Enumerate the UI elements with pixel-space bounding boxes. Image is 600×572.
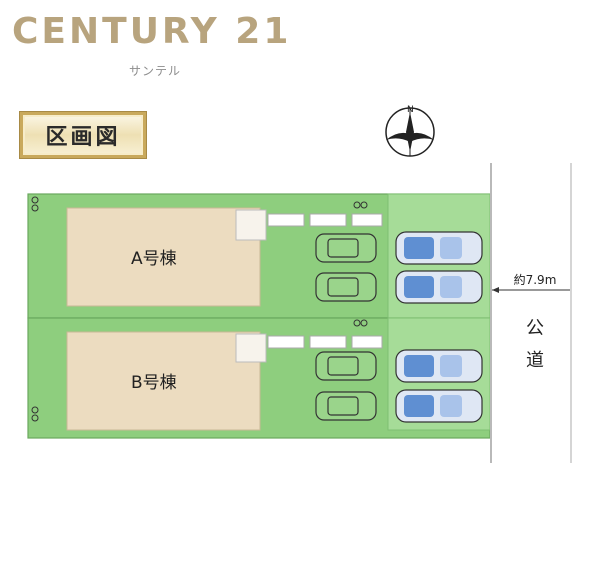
parked-car-blue [395,349,483,383]
parked-car-blue [395,270,483,304]
brand-logo: CENTURY 21 [12,11,292,52]
parked-car-outline [315,351,377,381]
parked-car-blue [395,389,483,423]
parked-car-blue [395,231,483,265]
parked-car-outline [315,272,377,302]
compass-icon: N [385,105,435,157]
site-plan-badge: 区画図 [20,112,146,158]
lot-b-label: B号棟 [131,373,177,393]
parked-car-outline [315,233,377,263]
compass-north-label: N [407,105,414,115]
road-width-line [492,287,570,293]
parked-car-outline [315,391,377,421]
lot-a-label: A号棟 [131,249,177,269]
road-width-label: 約7.9m [513,273,557,287]
public-road [490,163,572,463]
brand-subtitle: サンテル [128,64,181,78]
road-label: 公道 [526,318,544,371]
